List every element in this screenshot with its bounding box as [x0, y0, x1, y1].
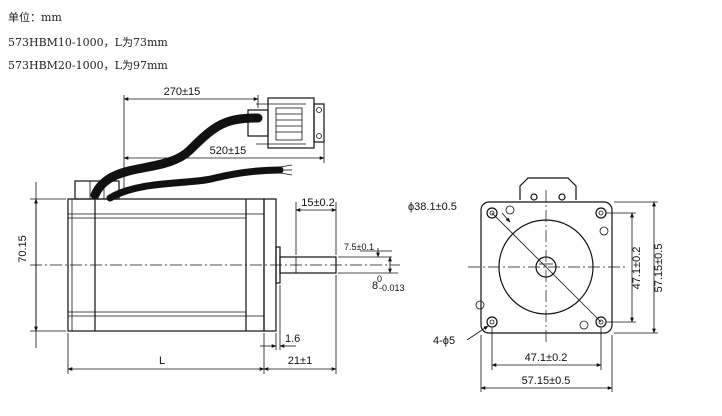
flange-thickness: 1.6 [285, 333, 300, 345]
side-view: 270±15 520±15 70.15 [17, 86, 405, 374]
shaft-diameter: 8 [372, 280, 378, 292]
pilot-diameter: ϕ38.1±0.5 [408, 201, 457, 213]
cables [74, 113, 293, 202]
hole-spacing-horizontal: 47.1±0.2 [525, 352, 568, 364]
mounting-holes-label: 4-ϕ5 [433, 335, 455, 347]
shaft-diameter-lower-tol: -0.013 [379, 283, 405, 293]
unit-label: 单位：mm [8, 11, 62, 24]
flange-size-vertical: 57.15±0.5 [653, 244, 665, 293]
mounting-holes [475, 205, 609, 330]
model-1-spec: 573HBM10-1000，L为73mm [8, 36, 168, 49]
shaft-total-length: 21±1 [288, 355, 312, 367]
flange-size-horizontal: 57.15±0.5 [522, 375, 571, 387]
height-dimension: 70.15 [17, 235, 29, 263]
hole-spacing-vertical: 47.1±0.2 [631, 247, 643, 290]
front-view: ϕ38.1±0.5 47.1±0.2 57.15±0.5 4-ϕ5 47.1±0… [408, 177, 665, 392]
cable-length-1: 270±15 [164, 86, 201, 98]
cable-length-2: 520±15 [210, 145, 247, 157]
model-2-spec: 573HBM20-1000，L为97mm [8, 59, 168, 72]
body-length: L [159, 355, 165, 367]
flat-depth: 7.5±0.1 [344, 242, 374, 252]
shaft-length: 15±0.2 [301, 197, 335, 209]
connector [247, 97, 325, 149]
shaft-diameter-upper-tol: 0 [377, 274, 382, 284]
